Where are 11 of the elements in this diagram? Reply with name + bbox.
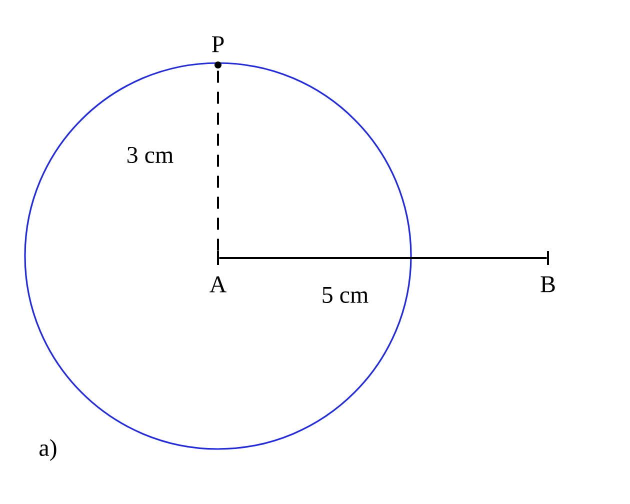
- line-segment: [217, 68, 219, 251]
- edge-label: 3 cm: [125, 146, 175, 164]
- labelled-point: P: [212, 36, 224, 68]
- node-label: A: [210, 276, 226, 292]
- labelled-point: B: [540, 251, 555, 292]
- edge-label: 5 cm: [320, 286, 370, 304]
- node-label: P: [212, 36, 224, 52]
- labelled-point: A: [210, 251, 226, 292]
- line-segment: [219, 257, 547, 259]
- part-label: a): [40, 439, 56, 461]
- node-label: B: [540, 276, 555, 292]
